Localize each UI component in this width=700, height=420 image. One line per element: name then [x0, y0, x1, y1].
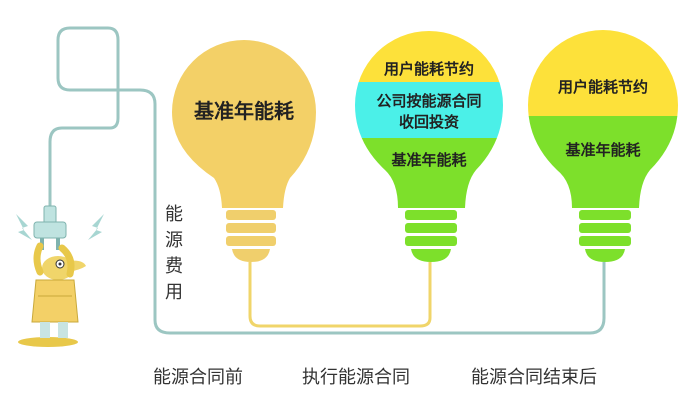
caption-before-contract: 能源合同前 — [153, 367, 243, 388]
bulb-during-contract: 用户能耗节约 公司按能源合同 收回投资 基准年能耗 — [355, 31, 503, 262]
bulb-label: 公司按能源合同 — [376, 92, 481, 110]
spark-icon — [88, 214, 104, 240]
bulb-label: 用户能耗节约 — [384, 60, 474, 78]
bulb-segment-baseline — [172, 40, 316, 208]
side-label-char: 费 — [165, 256, 183, 277]
bulb-segment-user-savings — [528, 30, 678, 116]
bulb-label: 基准年能耗 — [390, 151, 466, 169]
power-wires — [48, 26, 606, 335]
bulb-base — [226, 210, 276, 262]
bulb-segment-baseline — [355, 138, 503, 208]
bulb-base — [405, 210, 457, 262]
side-label-char: 源 — [165, 230, 183, 251]
caption-after-contract: 能源合同结束后 — [471, 367, 597, 388]
bulb-base — [579, 210, 631, 262]
person-figure-icon — [16, 205, 104, 347]
bulb-before-contract: 基准年能耗 — [172, 40, 316, 262]
bulb-label: 用户能耗节约 — [558, 78, 648, 96]
bulb-after-contract: 用户能耗节约 基准年能耗 — [528, 30, 678, 262]
wire-main-gray — [48, 26, 606, 335]
bulb-label: 收回投资 — [399, 113, 459, 131]
bulb-segment-investment-recovery — [355, 82, 503, 138]
stage-captions: 能源合同前 执行能源合同 能源合同结束后 — [153, 367, 597, 388]
caption-during-contract: 执行能源合同 — [302, 367, 410, 388]
spark-icon — [16, 214, 32, 240]
wire-yellow — [248, 262, 432, 328]
side-label-char: 能 — [165, 204, 183, 225]
bulb-label: 基准年能耗 — [564, 141, 640, 159]
side-label-char: 用 — [165, 282, 183, 303]
bulb-label: 基准年能耗 — [194, 99, 294, 123]
side-label-energy-cost: 能 源 费 用 — [165, 204, 183, 303]
bulb-segment-baseline — [528, 116, 678, 208]
